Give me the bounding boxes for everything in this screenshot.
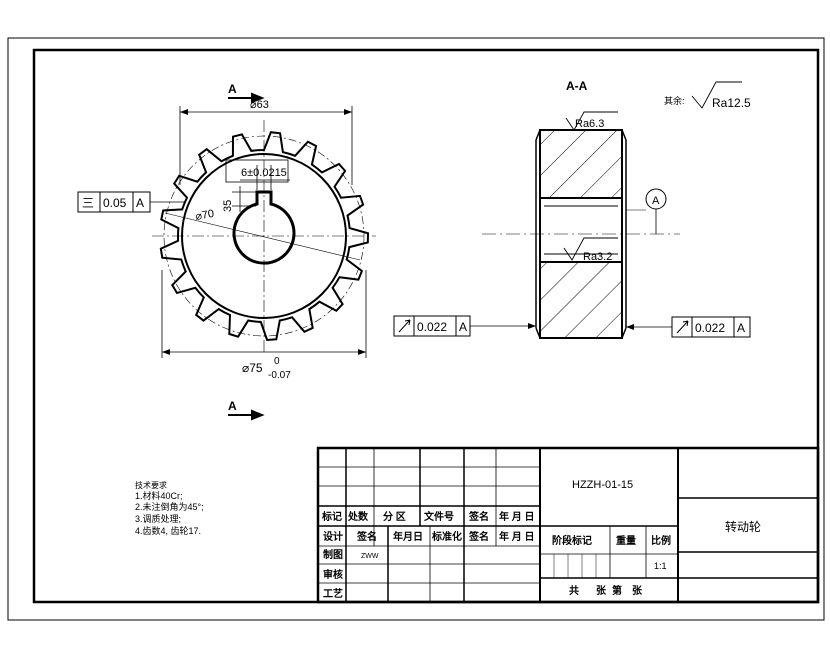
- roughness-note-label: 其余:: [664, 95, 685, 106]
- dim-pitch-diameter: ⌀70: [194, 208, 215, 223]
- svg-text:A: A: [459, 320, 467, 334]
- tb-stage-label: 阶段标记: [552, 534, 592, 547]
- datum-label: A: [652, 195, 660, 207]
- tech-note-3: 3.调质处理;: [135, 513, 181, 524]
- tb-standard-label: 标准化: [431, 530, 462, 543]
- tb-weight-label: 重量: [616, 534, 636, 547]
- outer-border: [7, 37, 825, 621]
- tb-header-mark: 标记: [321, 510, 342, 523]
- svg-text:A: A: [136, 196, 144, 210]
- tb-draw-sign: ZWW: [361, 553, 379, 560]
- tb-design-date: 年月日: [393, 530, 423, 543]
- tb-design-label: 设计: [323, 530, 343, 543]
- gear-section-view: A-A 其余: Ra12.5 Ra6.3 Ra3.2 A: [393, 79, 751, 339]
- bore-keyway: [232, 190, 296, 265]
- dim-outer-tol-lower: -0.07: [268, 370, 291, 381]
- tb-sheets-unit1: 张: [596, 584, 607, 597]
- section-mark-bottom: A: [228, 399, 237, 413]
- dim-tip-diameter: ⌀63: [250, 99, 269, 111]
- tb-header-doc: 文件号: [424, 510, 454, 523]
- tb-draw-label: 制图: [323, 548, 343, 561]
- title-block: [316, 446, 820, 604]
- svg-text:0.022: 0.022: [695, 321, 725, 335]
- title-block-text: 标记 处数 分 区 文件号 签名 年 月 日 设计 签名 年月日 标准化 签名 …: [321, 479, 761, 600]
- section-arrow-bottom: [228, 409, 265, 421]
- tb-standard-date: 年 月 日: [499, 530, 535, 543]
- tb-header-date: 年 月 日: [499, 510, 535, 523]
- section-title: A-A: [566, 79, 588, 93]
- roughness-general: Ra12.5: [712, 96, 751, 110]
- roughness-bore: Ra3.2: [583, 251, 612, 263]
- flatness-tolerance-frame: 三 0.05 A: [77, 191, 185, 213]
- tb-check-label: 审核: [323, 568, 343, 581]
- tb-sheet-no: 第: [612, 584, 622, 597]
- tb-standard-sign: 签名: [468, 530, 489, 543]
- svg-text:三: 三: [82, 196, 94, 210]
- tech-notes: 技术要求 1.材料40Cr; 2.未注倒角为45°; 3.调质处理; 4.齿数4…: [135, 480, 204, 536]
- tb-drawing-number: HZZH-01-15: [572, 479, 633, 491]
- tech-note-1: 1.材料40Cr;: [135, 490, 183, 501]
- tb-scale-label: 比例: [651, 534, 671, 547]
- tech-note-4: 4.齿数4, 齿轮17.: [135, 525, 201, 536]
- svg-text:A: A: [737, 321, 745, 335]
- svg-text:0.022: 0.022: [417, 320, 447, 334]
- svg-text:0.05: 0.05: [103, 196, 127, 210]
- tech-notes-title: 技术要求: [135, 480, 167, 490]
- tb-sheets-total: 共: [569, 584, 579, 597]
- tech-note-2: 2.未注倒角为45°;: [135, 501, 204, 512]
- section-mark-top: A: [228, 82, 237, 96]
- runout-left-frame: 0.022 A: [393, 315, 536, 337]
- runout-right-frame: 0.022 A: [626, 316, 751, 338]
- dim-outer-diameter: ⌀75: [242, 361, 263, 375]
- tb-header-count: 处数: [347, 510, 369, 523]
- tb-scale-value: 1:1: [654, 561, 667, 571]
- tb-sheets-unit2: 张: [632, 584, 643, 597]
- dim-key-depth: 35: [222, 200, 234, 212]
- section-arrow-top: [228, 92, 265, 104]
- gear-teeth: [159, 131, 370, 342]
- tb-header-sign: 签名: [468, 510, 489, 523]
- roughness-top: Ra6.3: [575, 118, 604, 130]
- dim-outer-tol-upper: 0: [274, 356, 280, 367]
- gear-outline: [159, 131, 370, 342]
- tb-process-label: 工艺: [323, 587, 343, 600]
- gear-front-view: A ⌀63 6±0.0215 35 ⌀70 三: [77, 82, 376, 421]
- tb-header-zone: 分 区: [383, 510, 406, 523]
- dim-key-width: 6±0.0215: [241, 167, 287, 179]
- tb-part-name: 转动轮: [725, 519, 761, 534]
- tb-design-sign: 签名: [356, 530, 377, 543]
